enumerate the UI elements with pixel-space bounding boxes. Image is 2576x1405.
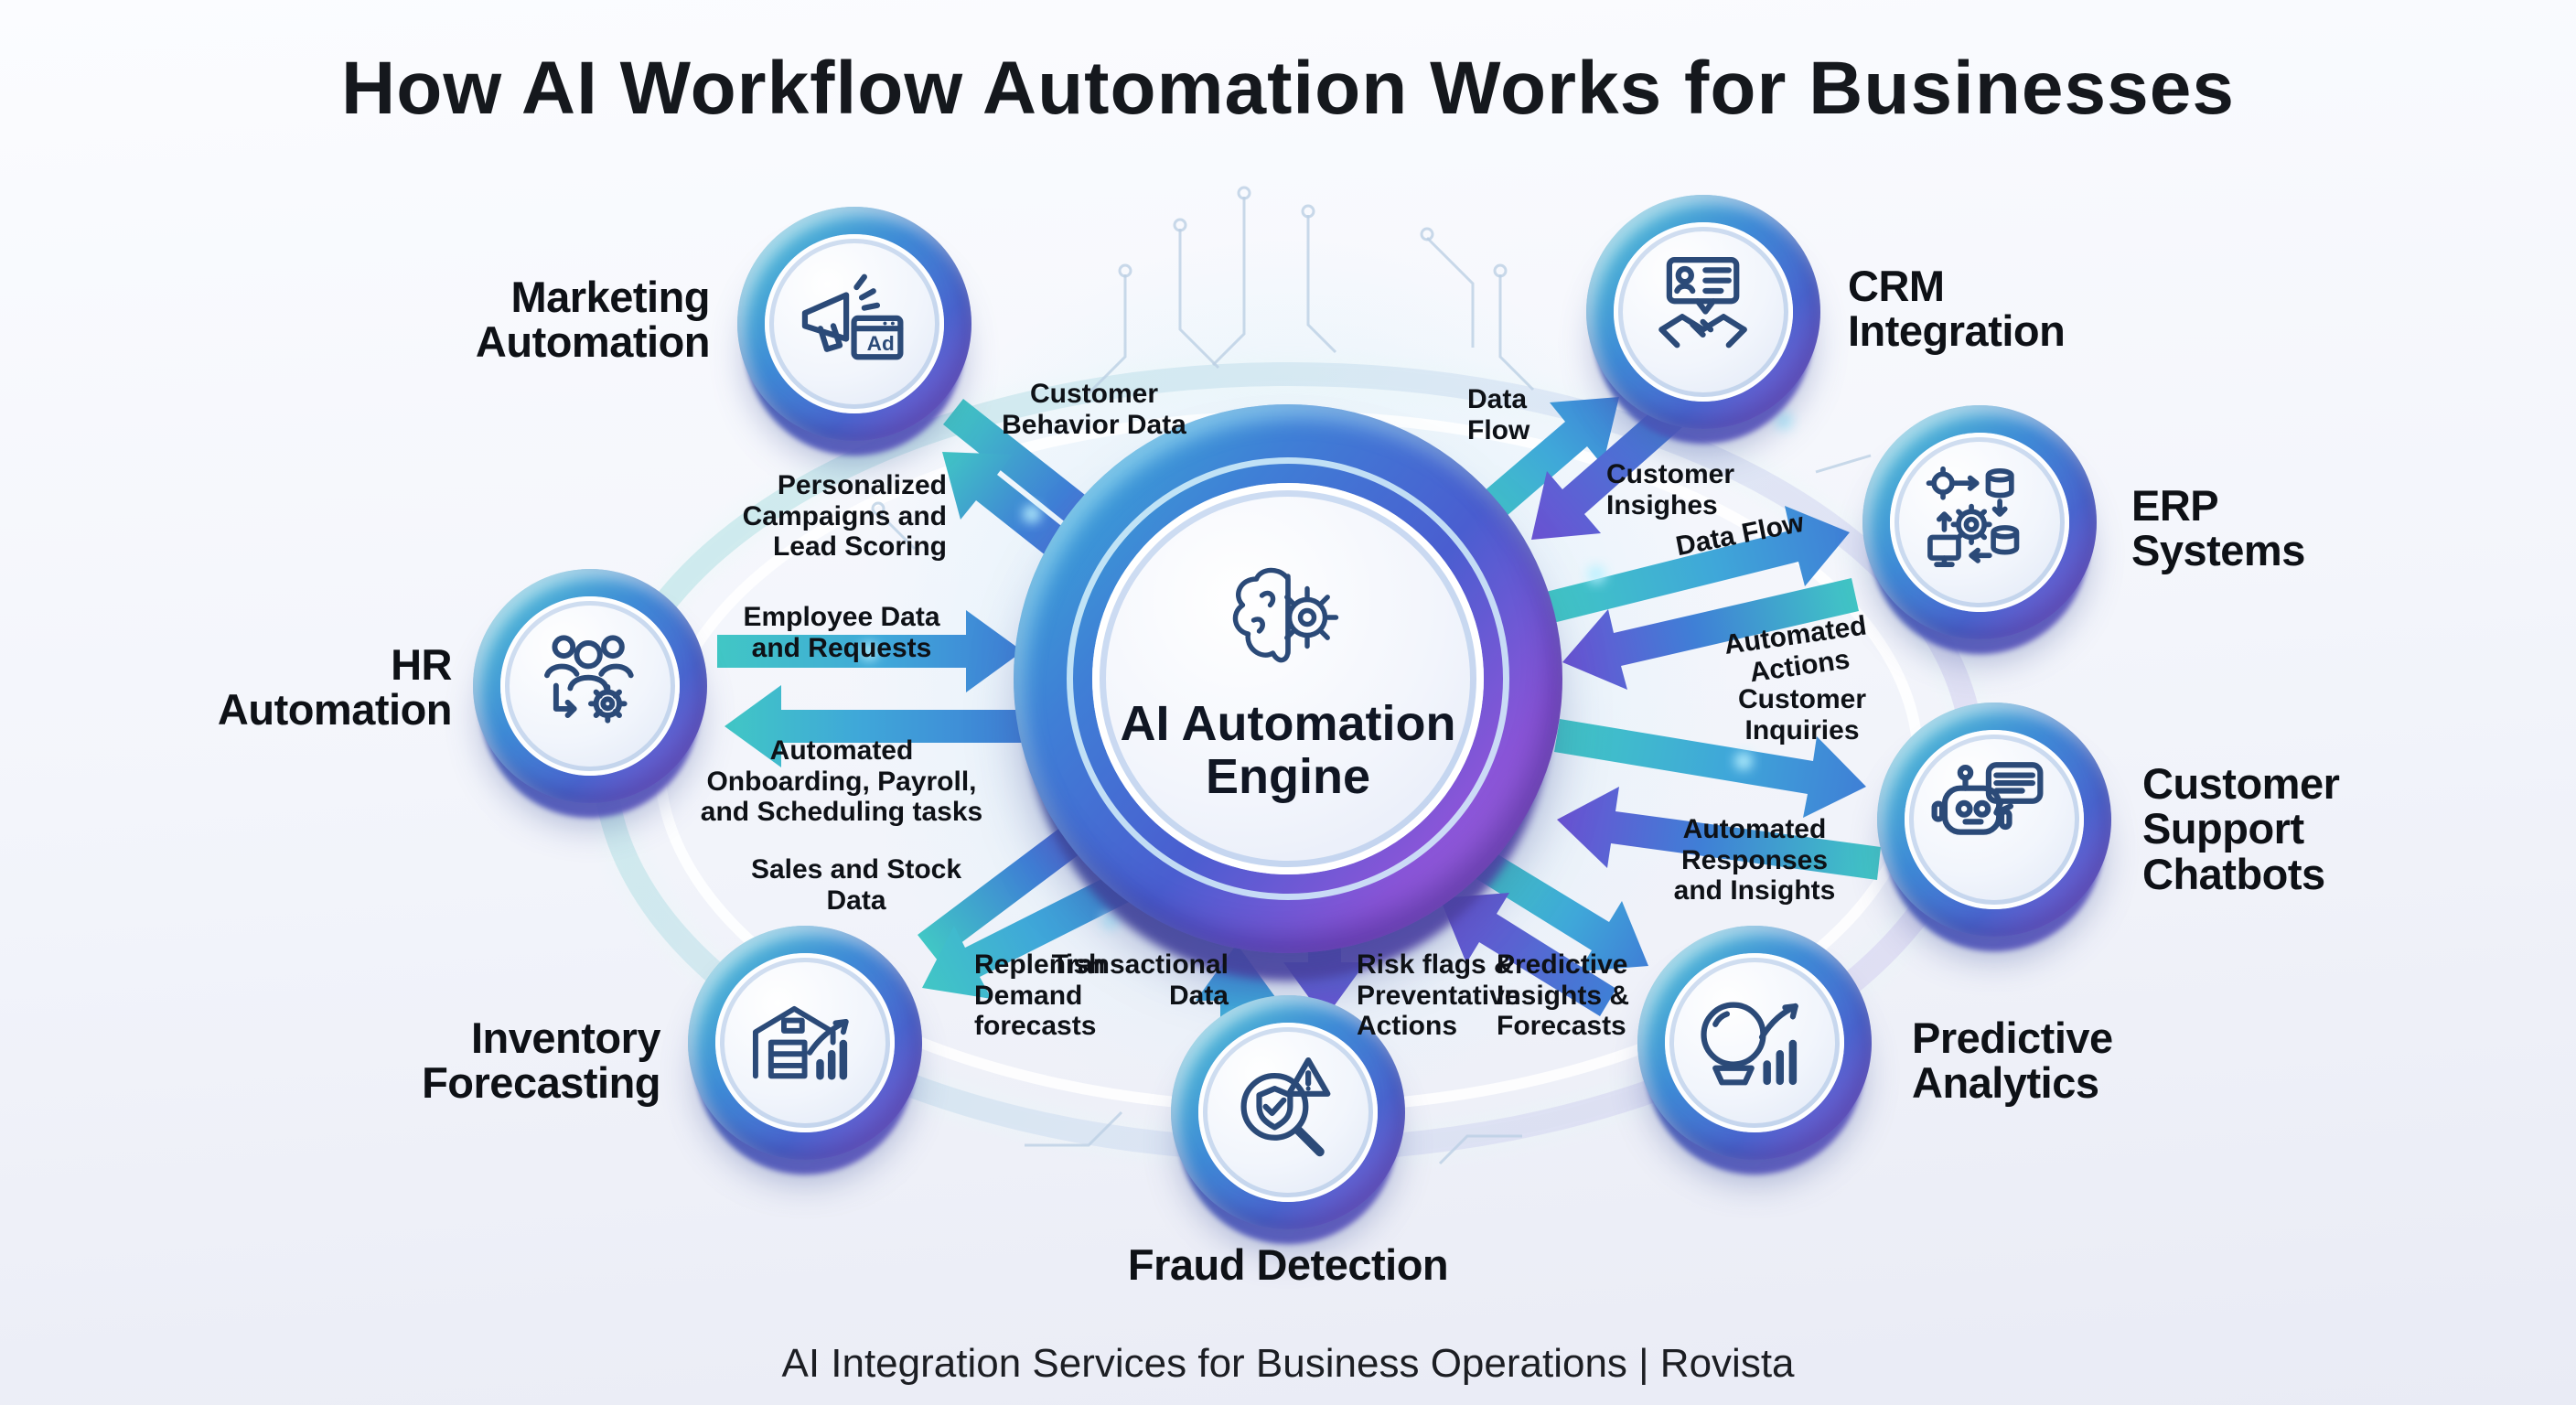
arrow-predictive-to-hub — [1440, 893, 1616, 1016]
label-customer-support-chatbots: Customer Support Chatbots — [2142, 759, 2340, 898]
ad-badge-text: Ad — [867, 333, 895, 356]
node-fraud-detection — [1171, 995, 1405, 1244]
hub-inner-disc: AI Automation Engine — [1092, 483, 1484, 874]
circuit-trace — [1211, 197, 1246, 367]
circuit-node — [1493, 263, 1508, 278]
arrow-hub-to-crm — [1464, 397, 1619, 534]
circuit-node — [1301, 204, 1315, 219]
node-crm-integration — [1586, 195, 1820, 444]
warehouse-bars-icon — [753, 1006, 850, 1080]
circuit-trace — [1087, 274, 1127, 395]
team-gear-icon — [544, 635, 635, 724]
node-inner — [1890, 433, 2069, 612]
glow-dot — [1587, 565, 1605, 584]
footer-caption: AI Integration Services for Business Ope… — [781, 1341, 1795, 1386]
node-inner: Ad — [765, 234, 944, 413]
glow-dot — [1101, 911, 1120, 929]
glow-dot — [1775, 412, 1793, 430]
arrow-chatbots-to-hub — [1557, 787, 1881, 880]
arrow-hub-to-erp — [1546, 506, 1850, 623]
node-hr-automation — [473, 569, 707, 818]
node-inner — [500, 596, 680, 776]
flow-label-automated-onboarding: Automated Onboarding, Payroll, and Sched… — [700, 735, 983, 828]
circuit-trace — [1425, 236, 1475, 348]
megaphone-ad-icon: Ad — [802, 274, 904, 360]
circuit-trace — [876, 510, 917, 551]
circuit-trace — [1306, 215, 1337, 354]
flow-label-risk-flags: Risk flags & Preventative Actions — [1357, 949, 1520, 1042]
label-marketing-automation: Marketing Automation — [475, 273, 711, 367]
glow-dot — [1023, 505, 1041, 523]
gear-database-sync-icon — [1927, 467, 2020, 568]
label-crm-integration: CRM Integration — [1848, 262, 2066, 356]
magnifier-shield-alert-icon — [1240, 1057, 1331, 1157]
crystal-ball-chart-icon — [1701, 1002, 1799, 1086]
label-predictive-analytics: Predictive Analytics — [1912, 1014, 2113, 1108]
node-inner — [715, 953, 895, 1132]
circuit-trace — [1178, 229, 1220, 370]
node-marketing-automation: Ad — [737, 207, 971, 456]
label-fraud-detection: Fraud Detection — [1127, 1240, 1449, 1289]
node-predictive-analytics — [1637, 926, 1872, 1174]
flow-label-sales-stock-data: Sales and Stock Data — [750, 854, 962, 916]
circuit-node — [871, 501, 886, 516]
arrow-erp-to-hub — [1562, 578, 1859, 690]
node-inner — [1198, 1023, 1378, 1202]
flow-label-customer-behavior-data: Customer Behavior Data — [1002, 379, 1186, 440]
label-inventory-forecasting: Inventory Forecasting — [422, 1014, 660, 1108]
flow-label-customer-insights: Customer Insighes — [1606, 459, 1735, 520]
circuit-trace — [1815, 454, 1872, 474]
node-customer-support-chatbots — [1877, 702, 2111, 951]
flow-label-automated-responses: Automated Responses and Insights — [1673, 814, 1836, 906]
handshake-contact-icon — [1658, 257, 1748, 349]
node-inventory-forecasting — [688, 926, 922, 1174]
flow-label-employee-data: Employee Data and Requests — [743, 602, 940, 663]
arrow-crm-to-hub — [1531, 398, 1689, 540]
node-inner — [1905, 730, 2084, 909]
glow-dot — [860, 642, 878, 660]
arrow-hub-to-predictive — [1474, 850, 1648, 971]
node-erp-systems — [1862, 405, 2097, 654]
circuit-node — [1420, 227, 1434, 241]
flow-label-predictive-insights: Predictive Insights & Forecasts — [1497, 949, 1630, 1042]
circuit-trace — [1438, 1134, 1522, 1165]
node-inner — [1665, 953, 1844, 1132]
label-erp-systems: ERP Systems — [2131, 481, 2305, 575]
flow-label-replenish-demand: Replenish Demand forecasts — [974, 949, 1106, 1042]
hub-mid-ring — [1067, 457, 1509, 900]
circuit-trace — [1498, 274, 1535, 391]
flow-label-transactional-data: Transactional Data — [1051, 949, 1229, 1011]
hub-ai-automation-engine: AI Automation Engine — [1014, 404, 1562, 981]
brain-gear-icon — [1232, 567, 1339, 662]
hub-label: AI Automation Engine — [1120, 695, 1456, 804]
circuit-node — [1173, 218, 1187, 232]
glow-dot — [1734, 752, 1753, 770]
arrow-hub-to-hr — [724, 685, 1026, 767]
arrow-hub-to-chatbots — [1554, 719, 1866, 818]
circuit-trace — [1025, 1110, 1123, 1147]
circuit-node — [1237, 186, 1251, 200]
chatbot-speech-icon — [1931, 762, 2044, 836]
flow-label-customer-inquiries: Customer Inquiries — [1737, 684, 1867, 745]
label-hr-automation: HR Automation — [217, 640, 453, 735]
flow-label-data-flow-crm: Data Flow — [1467, 384, 1530, 445]
flow-label-personalized-campaigns: Personalized Campaigns and Lead Scoring — [742, 470, 947, 563]
page-title: How AI Workflow Automation Works for Bus… — [341, 47, 2235, 130]
circuit-node — [1118, 263, 1132, 278]
node-inner — [1614, 222, 1793, 402]
